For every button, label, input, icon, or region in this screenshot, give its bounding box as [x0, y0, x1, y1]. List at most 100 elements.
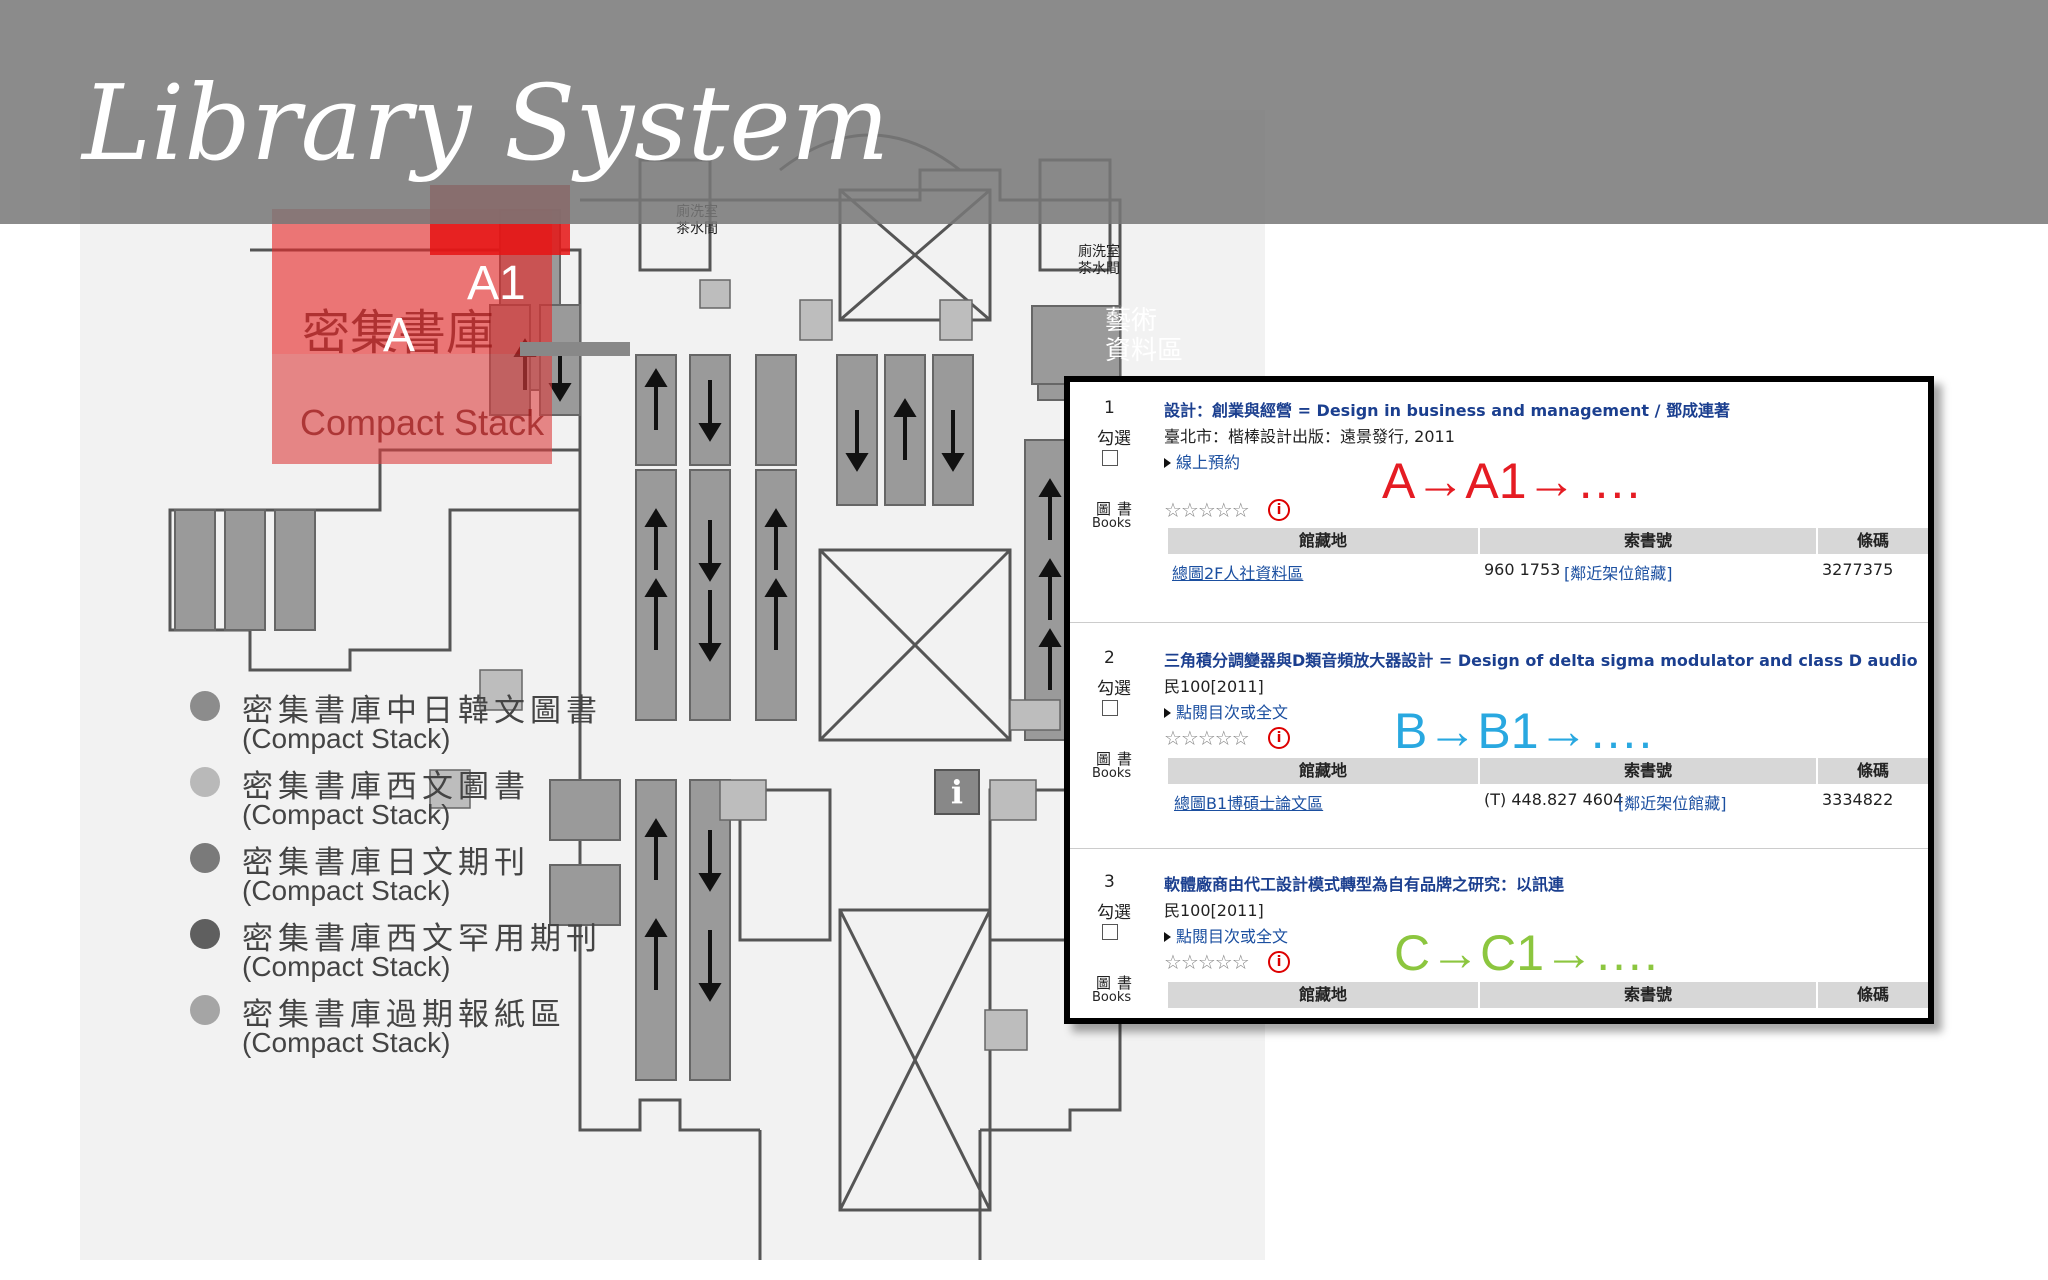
select-checkbox[interactable] — [1102, 700, 1118, 716]
legend-item: 密集書庫過期報紙區 (Compact Stack) — [190, 989, 650, 1061]
nearby-shelf-link[interactable]: [鄰近架位館藏] — [1564, 564, 1673, 583]
reserve-link-label: 線上預約 — [1176, 453, 1241, 472]
col-location: 館藏地 — [1298, 761, 1347, 780]
legend-label-zh: 密集書庫西文圖書 — [242, 769, 530, 805]
col-location: 館藏地 — [1298, 531, 1347, 550]
legend-label-zh: 密集書庫西文罕用期刊 — [242, 921, 602, 957]
holdings-header: 館藏地 索書號 條碼 — [1168, 982, 1928, 1008]
slide-title: Library System — [82, 62, 890, 184]
record-number: 1 — [1104, 398, 1115, 418]
fulltext-link[interactable]: 點閱目次或全文 — [1164, 699, 1288, 723]
col-separator — [1816, 982, 1818, 1008]
col-location: 館藏地 — [1298, 985, 1347, 1004]
info-icon[interactable]: i — [1268, 727, 1290, 749]
triangle-icon — [1164, 458, 1171, 468]
holding-location-link[interactable]: 總圖B1博碩士論文區 — [1174, 794, 1324, 813]
compact-stack-lower-highlight — [272, 354, 552, 464]
info-icon[interactable]: i — [1268, 951, 1290, 973]
zone-a-label: A — [383, 309, 416, 362]
select-label: 勾選 — [1097, 903, 1131, 923]
material-type-zh: 圖書 — [1096, 974, 1139, 992]
record-number: 3 — [1104, 872, 1115, 892]
legend-item: 密集書庫西文圖書 (Compact Stack) — [190, 761, 650, 833]
record-publisher: 臺北市：楷棒設計出版：遠景發行, 2011 — [1164, 427, 1455, 446]
select-checkbox[interactable] — [1102, 924, 1118, 940]
restroom-label-right: 廁洗室 茶水間 — [1078, 244, 1120, 277]
legend-label-en: (Compact Stack) — [242, 951, 451, 982]
select-label: 勾選 — [1097, 679, 1131, 699]
holding-call-number: 960 1753 — [1484, 560, 1561, 579]
col-call-number: 索書號 — [1623, 531, 1672, 550]
record-title-link[interactable]: 三角積分調變器與D類音頻放大器設計 = Design of delta sigm… — [1164, 651, 1918, 670]
legend-dot — [190, 767, 220, 797]
fulltext-link[interactable]: 點閱目次或全文 — [1164, 923, 1288, 947]
record-publisher: 民100[2011] — [1164, 677, 1264, 696]
material-type-en: Books — [1092, 990, 1132, 1005]
select-label: 勾選 — [1097, 429, 1131, 449]
rating-stars[interactable]: ☆☆☆☆☆ — [1164, 726, 1250, 750]
compact-stack-zh-label: 密集書庫 — [302, 305, 495, 361]
legend-label-en: (Compact Stack) — [242, 799, 451, 830]
triangle-icon — [1164, 932, 1171, 942]
legend-dot — [190, 919, 220, 949]
record-title-link[interactable]: 軟體廠商由代工設計模式轉型為自有品牌之研究：以訊連 — [1164, 875, 1565, 894]
legend-label-en: (Compact Stack) — [242, 1027, 451, 1058]
col-separator — [1478, 982, 1480, 1008]
info-icon: i — [950, 773, 964, 811]
fulltext-link-label: 點閱目次或全文 — [1176, 927, 1289, 946]
legend-item: 密集書庫西文罕用期刊 (Compact Stack) — [190, 913, 650, 985]
material-type-zh: 圖書 — [1096, 750, 1139, 768]
col-call-number: 索書號 — [1623, 761, 1672, 780]
legend-dot — [190, 843, 220, 873]
legend-item: 密集書庫中日韓文圖書 (Compact Stack) — [190, 685, 650, 757]
title-banner — [0, 0, 2048, 224]
holding-call-number: (T) 448.827 4604 — [1484, 790, 1624, 809]
record-title-link[interactable]: 設計：創業與經營 = Design in business and manage… — [1164, 401, 1730, 420]
art-area-label: 藝術 資料區 — [1105, 306, 1184, 366]
rating-stars[interactable]: ☆☆☆☆☆ — [1164, 950, 1250, 974]
col-barcode: 條碼 — [1856, 761, 1889, 780]
col-separator — [1478, 528, 1480, 554]
col-barcode: 條碼 — [1856, 985, 1889, 1004]
zone-a1-label: A1 — [467, 257, 526, 310]
legend-dot — [190, 995, 220, 1025]
holdings-header: 館藏地 索書號 條碼 — [1168, 528, 1928, 554]
holding-location-link[interactable]: 總圖2F人社資料區 — [1172, 564, 1304, 583]
legend-item: 密集書庫日文期刊 (Compact Stack) — [190, 837, 650, 909]
compact-stack-en-label: Compact Stack — [300, 402, 545, 443]
fulltext-link-label: 點閱目次或全文 — [1176, 703, 1289, 722]
col-call-number: 索書號 — [1623, 985, 1672, 1004]
catalog-record: 3 勾選 圖書 Books 軟體廠商由代工設計模式轉型為自有品牌之研究：以訊連 … — [1070, 858, 1928, 1018]
catalog-record: 2 勾選 圖書 Books 三角積分調變器與D類音頻放大器設計 = Design… — [1070, 632, 1928, 842]
direction-arrow — [520, 342, 630, 356]
catalog-record: 1 勾選 圖書 Books 設計：創業與經營 = Design in busin… — [1070, 382, 1928, 622]
record-divider — [1070, 622, 1928, 623]
col-separator — [1478, 758, 1480, 784]
path-note: C→C1→…. — [1394, 925, 1658, 981]
path-note: B→B1→…. — [1394, 703, 1653, 759]
legend-label-en: (Compact Stack) — [242, 723, 451, 754]
select-checkbox[interactable] — [1102, 450, 1118, 466]
record-publisher: 民100[2011] — [1164, 901, 1264, 920]
legend-label-zh: 密集書庫日文期刊 — [242, 845, 530, 881]
rating-stars[interactable]: ☆☆☆☆☆ — [1164, 498, 1250, 522]
holdings-header: 館藏地 索書號 條碼 — [1168, 758, 1928, 784]
legend-label-zh: 密集書庫中日韓文圖書 — [242, 693, 602, 729]
holding-barcode: 3277375 — [1822, 560, 1894, 579]
reserve-link[interactable]: 線上預約 — [1164, 449, 1240, 473]
nearby-shelf-link[interactable]: [鄰近架位館藏] — [1618, 794, 1727, 813]
catalog-results-panel: 1 勾選 圖書 Books 設計：創業與經營 = Design in busin… — [1064, 376, 1934, 1024]
material-type-en: Books — [1092, 516, 1132, 531]
col-separator — [1816, 528, 1818, 554]
info-icon[interactable]: i — [1268, 499, 1290, 521]
col-barcode: 條碼 — [1856, 531, 1889, 550]
material-type-zh: 圖書 — [1096, 500, 1139, 518]
material-type-en: Books — [1092, 766, 1132, 781]
holding-barcode: 3334822 — [1822, 790, 1894, 809]
col-separator — [1816, 758, 1818, 784]
path-note: A→A1→…. — [1382, 453, 1641, 509]
legend-label-zh: 密集書庫過期報紙區 — [242, 997, 566, 1033]
legend-dot — [190, 691, 220, 721]
record-number: 2 — [1104, 648, 1115, 668]
record-divider — [1070, 848, 1928, 849]
